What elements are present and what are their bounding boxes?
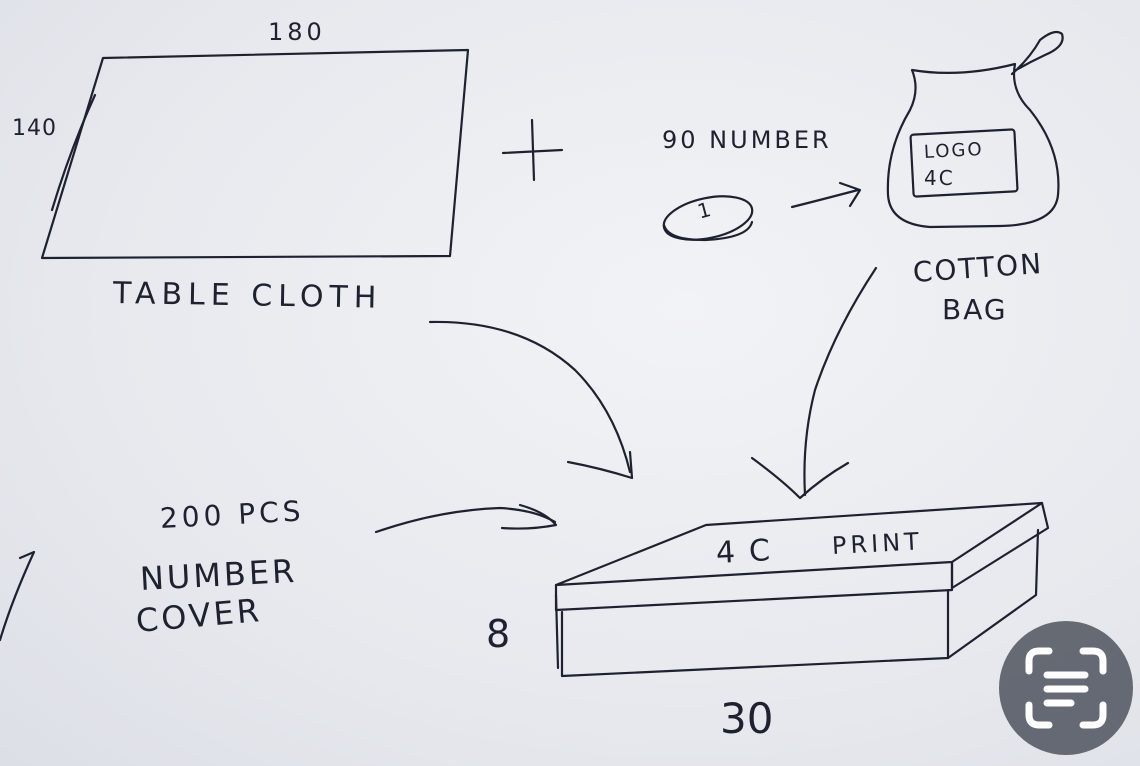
text-scan-button[interactable]	[999, 621, 1133, 755]
cotton-bag-drawstring	[1010, 30, 1064, 76]
bag-logo-box	[909, 128, 1019, 198]
box-print-word: PRINT	[831, 527, 924, 560]
arrow-tablecloth-to-box-head	[566, 450, 634, 480]
box-height-label: 8	[486, 612, 515, 656]
tablecloth-edge-stroke	[50, 93, 97, 212]
box-body-front	[560, 588, 950, 678]
plus-vertical	[530, 118, 536, 182]
arrow-cover-to-box-head	[500, 503, 558, 530]
tablecloth-label: TABLE CLOTH	[112, 276, 383, 316]
arrow-bag-to-box	[803, 266, 878, 497]
text-scan-icon	[1025, 647, 1107, 729]
arrow-cover-to-box	[374, 506, 557, 534]
box-length-label: 30	[720, 694, 774, 743]
box-lid-side	[950, 501, 1050, 590]
box-lid-top	[554, 501, 1044, 587]
bag-logo-line2: 4C	[924, 166, 955, 190]
tablecloth-rectangle	[40, 48, 470, 260]
arrow-token-to-bag	[790, 188, 860, 209]
bag-logo-line1: LOGO	[923, 138, 985, 163]
box-lid-front	[554, 560, 954, 612]
number-token-side	[662, 220, 754, 242]
number-quantity-label: 90 NUMBER	[662, 126, 832, 154]
arrow-tablecloth-to-box	[428, 320, 632, 474]
box-corner-stroke	[554, 593, 560, 670]
cotton-bag-outline	[886, 62, 1060, 229]
arrow-token-to-bag-head	[838, 181, 862, 208]
margin-scribble	[0, 550, 36, 642]
tablecloth-width-label: 180	[268, 18, 326, 46]
box-print-colour: 4C	[715, 532, 785, 571]
bag-label-line2: BAG	[942, 293, 1008, 326]
arrow-bag-to-box-head	[750, 456, 850, 500]
box-body-side	[946, 528, 1040, 660]
tablecloth-height-label: 140	[12, 116, 57, 141]
